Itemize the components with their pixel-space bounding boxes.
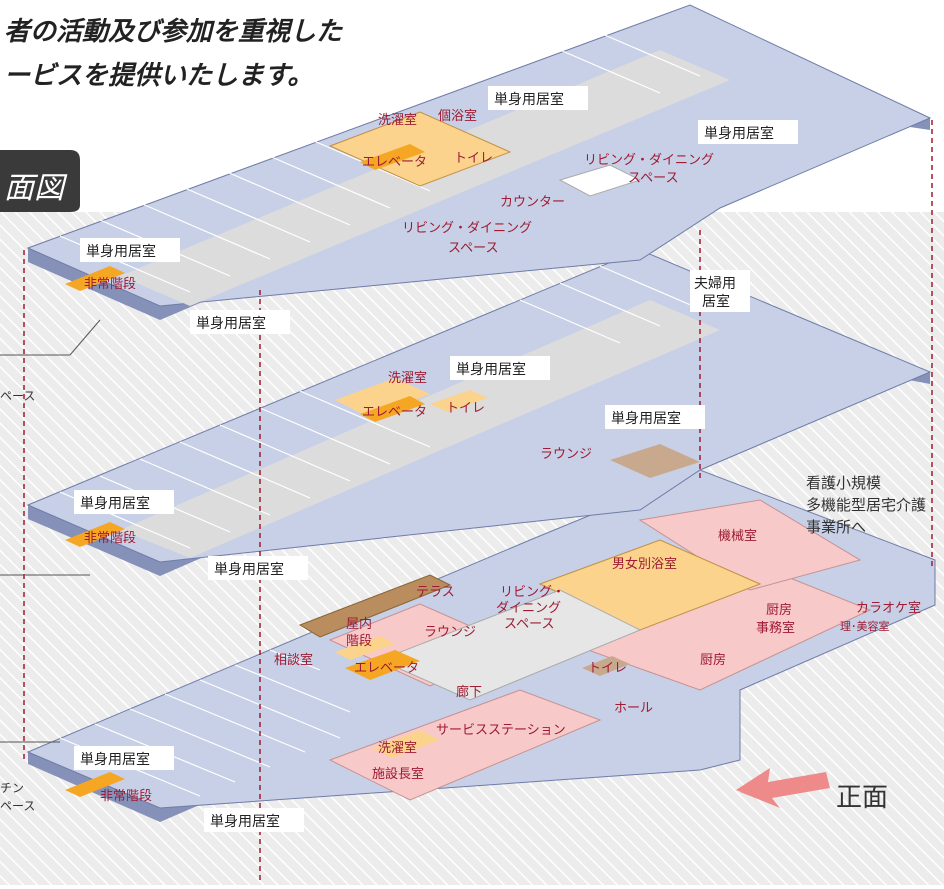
label-boxes: 単身用居室 単身用居室 単身用居室 単身用居室 夫婦用 居室 単身用居室 単身用… [74, 86, 798, 832]
karaoke-room-label: カラオケ室 [856, 600, 921, 616]
ld-g-3: スペース [504, 617, 554, 632]
nursing-line-1: 看護小規模 [806, 474, 881, 492]
floor-1-elevator-icon [345, 650, 420, 680]
floor-2-emergency-stairs-icon [65, 522, 125, 547]
floor-3-emergency-stairs-icon [65, 266, 125, 291]
f3-elevator-label: エレベータ [362, 155, 427, 170]
f3-laundry-label: 洗濯室 [378, 112, 417, 128]
consult-room-label: 相談室 [274, 652, 313, 668]
heading-line-1: 者の活動及び参加を重視した [4, 17, 343, 47]
front-label: 正面 [836, 783, 888, 813]
f3-counter-label: カウンター [500, 195, 565, 210]
f3-ld-center-2: スペース [448, 241, 498, 256]
floor-2-single-room-top: 単身用居室 [456, 361, 526, 378]
floor-2-single-room-right: 単身用居室 [611, 410, 681, 427]
floor-2-corridor [120, 300, 720, 558]
floor-3-bath-zone [328, 111, 512, 187]
director-room-label: 施設長室 [372, 766, 424, 782]
section-tab [0, 150, 80, 212]
floor-3-room-grid [59, 32, 701, 293]
f2-toilet-label: トイレ [446, 401, 485, 416]
floor-3-counter-icon [558, 164, 642, 197]
floor-1 [26, 469, 936, 822]
indoor-stairs-icon [335, 636, 395, 660]
f2-elevator-label: エレベータ [362, 405, 427, 420]
left-edge-labels: ペース チン ペース [0, 389, 35, 813]
floor-3-single-room-bottom: 単身用居室 [196, 315, 266, 332]
pace-label-2: ペース [0, 799, 35, 813]
terrace-label: テラス [416, 585, 455, 600]
floor-2-elevator-icon [360, 396, 425, 422]
floor-2-laundry-icon [335, 378, 430, 418]
floor-3-elevator-icon [360, 144, 425, 170]
floor-3-single-room-left: 単身用居室 [86, 243, 156, 260]
nursing-facility-note: 看護小規模 多機能型居宅介護 事業所へ [806, 474, 926, 536]
f1-laundry-label: 洗濯室 [378, 740, 417, 756]
f3-emergency-stairs-label: 非常階段 [84, 277, 136, 292]
floor-2-single-room-bottom: 単身用居室 [214, 561, 284, 578]
bath-mf-label: 男女別浴室 [612, 556, 677, 572]
leader-lines [0, 319, 101, 743]
floor-1-toilet-icon [582, 656, 630, 676]
service-station-zone [328, 689, 602, 801]
floor-2-single-room-left: 単身用居室 [80, 495, 150, 512]
pace-label-1: ペース [0, 389, 35, 403]
front-indicator: 正面 [736, 768, 888, 813]
f3-ld-center-1: リビング・ダイニング [402, 221, 532, 236]
floor-3 [26, 4, 932, 320]
floor-2 [26, 249, 932, 576]
hall-label: ホール [614, 701, 653, 716]
couple-room-line-1: 夫婦用 [694, 275, 736, 292]
barber-room-label: 理･美容室 [840, 619, 890, 633]
floor-1-single-room-bottom: 単身用居室 [210, 813, 280, 830]
room-labels: 洗濯室 個浴室 トイレ エレベータ 非常階段 カウンター リビング・ダイニング … [84, 108, 921, 804]
floor-2-room-grid [59, 265, 701, 549]
service-station-label: サービスステーション [436, 723, 566, 738]
floor-3-single-room-right: 単身用居室 [704, 125, 774, 142]
floor-2-stair-block [610, 444, 700, 478]
f3-toilet-label: トイレ [454, 151, 493, 166]
chin-label: チン [0, 781, 24, 795]
floor-1-emergency-stairs-icon [65, 772, 125, 797]
f1-emergency-stairs-label: 非常階段 [100, 789, 152, 804]
ld-g-1: リビング・ [500, 585, 565, 600]
corridor-label: 廊下 [456, 684, 482, 700]
floor-connectors [23, 120, 933, 880]
floor-2-toilet-icon [430, 390, 488, 412]
f1-elevator-label: エレベータ [354, 661, 419, 676]
floor-1-single-room-left: 単身用居室 [80, 751, 150, 768]
nursing-line-2: 多機能型居宅介護 [806, 496, 926, 514]
couple-room-line-2: 居室 [702, 293, 730, 310]
f2-emergency-stairs-label: 非常階段 [84, 531, 136, 546]
f1-lounge-label: ラウンジ [424, 625, 476, 640]
indoor-stairs-1: 屋内 [346, 616, 372, 632]
floor-3-single-room-top: 単身用居室 [494, 91, 564, 108]
kitchen-office-1: 厨房 [766, 602, 792, 618]
floor-1-laundry-icon [372, 730, 440, 758]
indoor-stairs-2: 階段 [346, 634, 372, 649]
kitchen-office-2: 事務室 [756, 620, 795, 636]
ld-g-2: ダイニング [496, 601, 561, 616]
kitchen-label: 厨房 [700, 652, 726, 668]
lounge-zone [378, 589, 642, 701]
f3-private-bath-label: 個浴室 [438, 108, 477, 124]
heading-line-2: ービスを提供いたします。 [4, 61, 313, 91]
f1-toilet-label: トイレ [588, 661, 627, 676]
section-tab-label: 面図 [4, 171, 68, 206]
terrace-zone [298, 574, 452, 638]
f3-ld-right-1: リビング・ダイニング [584, 153, 714, 168]
nursing-line-3: 事業所へ [806, 518, 866, 536]
f2-laundry-label: 洗濯室 [388, 370, 427, 386]
f3-ld-right-2: スペース [628, 171, 678, 186]
machine-room-label: 機械室 [718, 528, 757, 544]
f2-lounge-label: ラウンジ [540, 447, 592, 462]
